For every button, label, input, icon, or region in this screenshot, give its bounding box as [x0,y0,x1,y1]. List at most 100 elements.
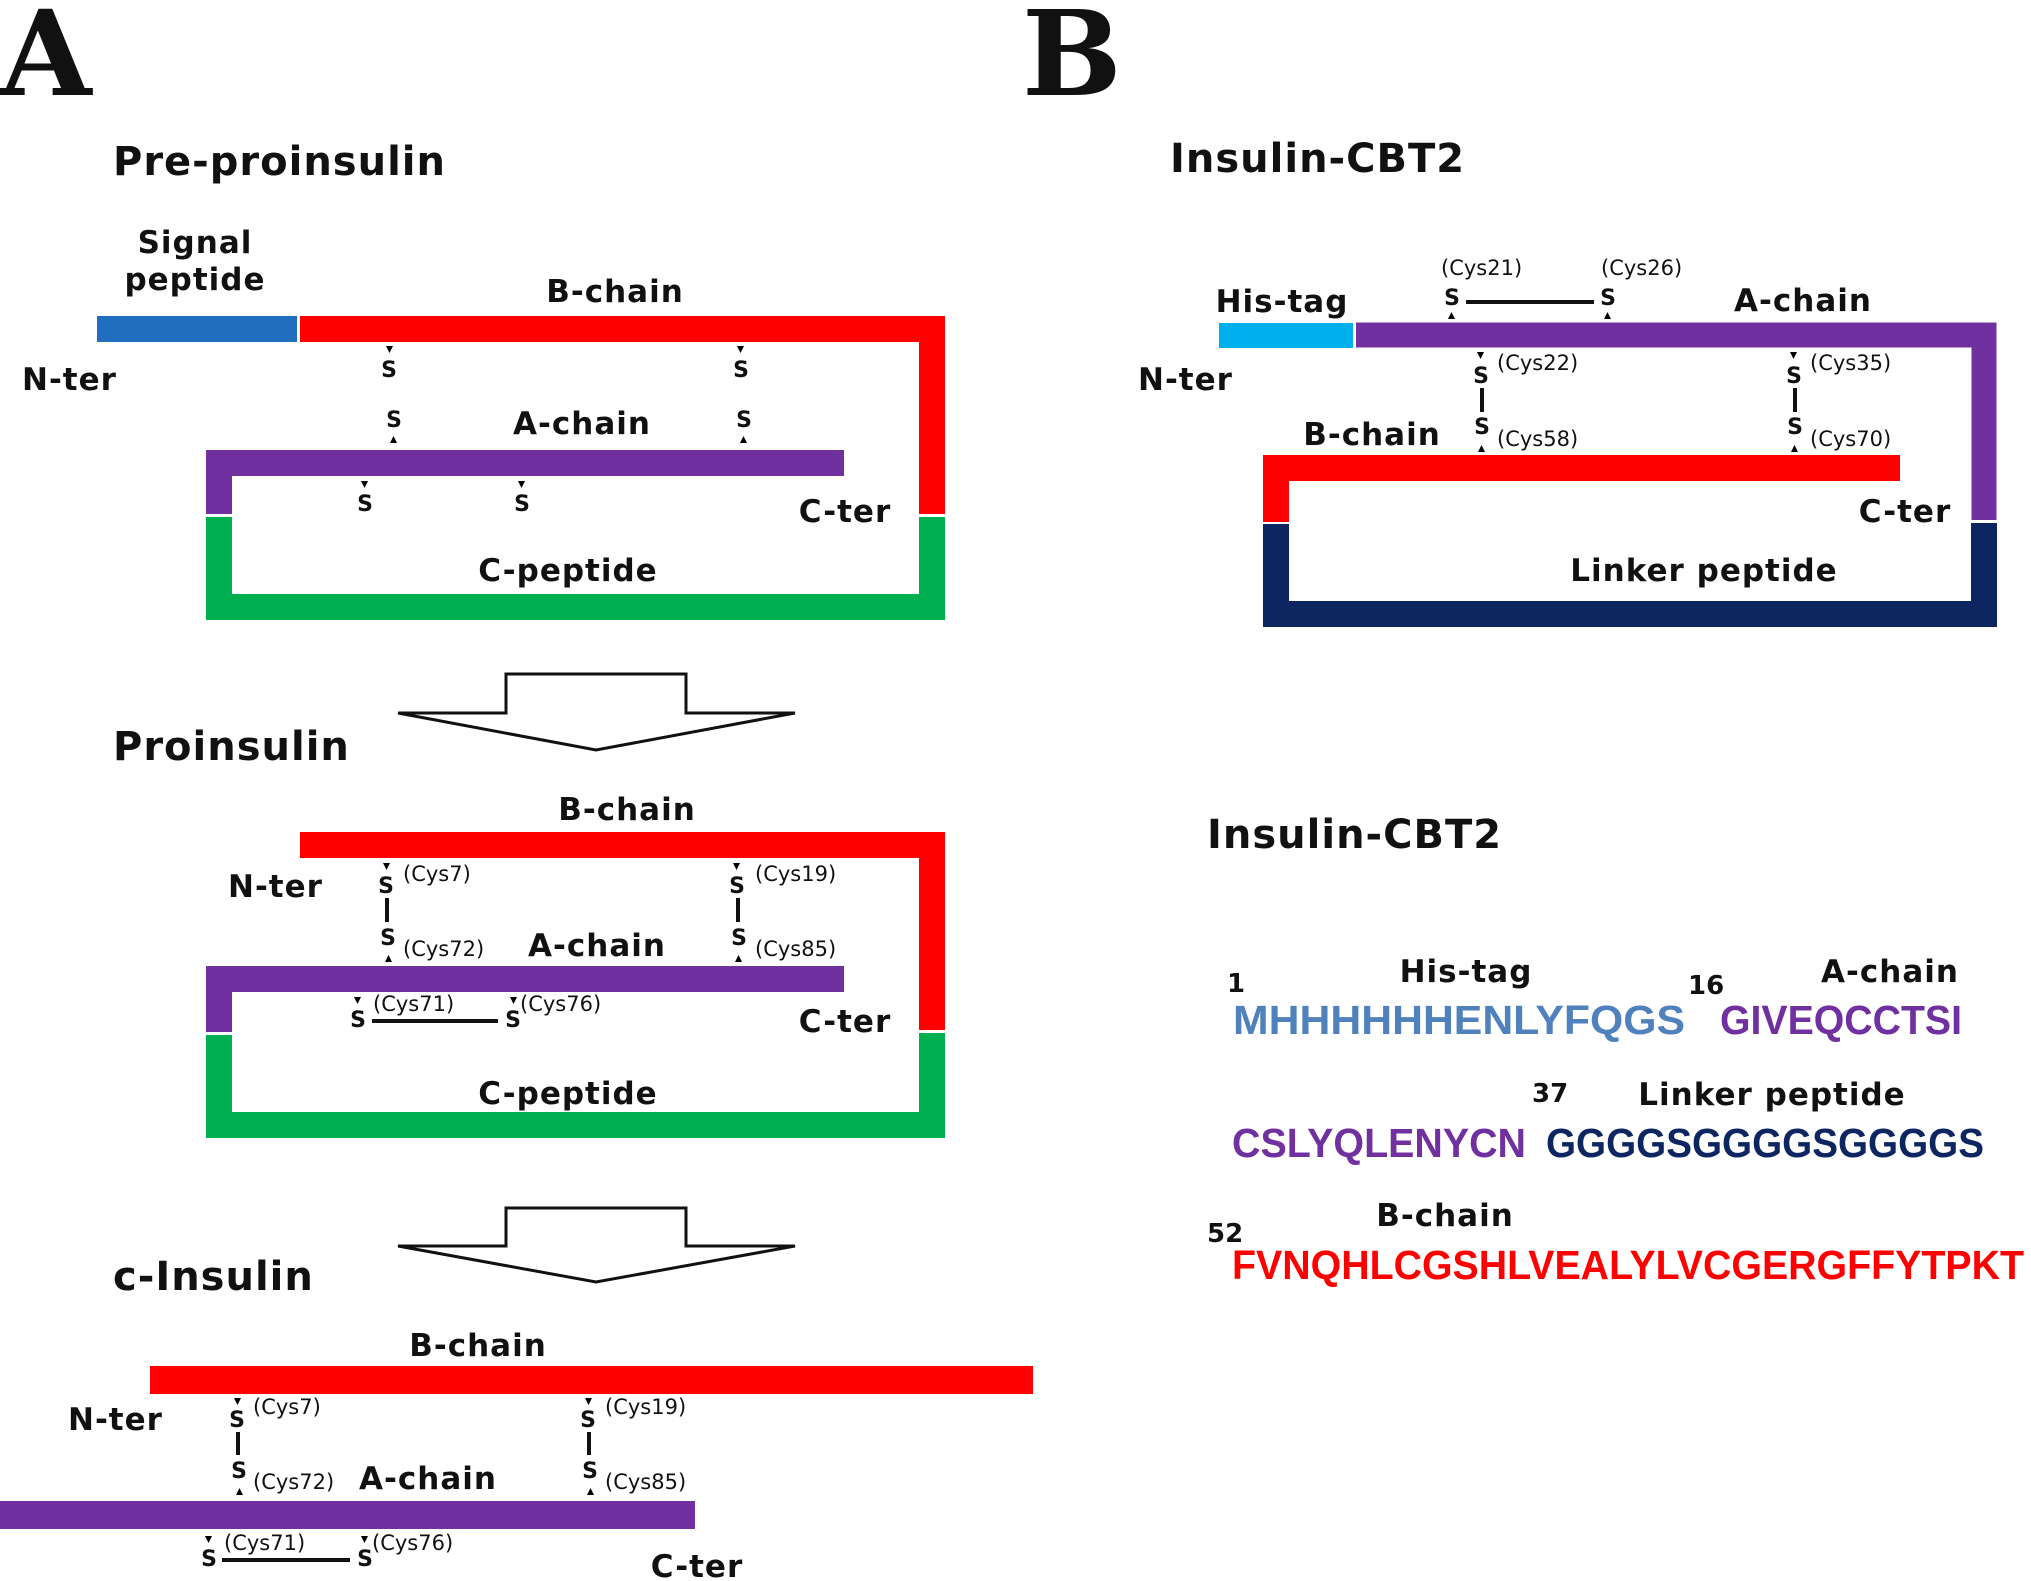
pro-c-peptide-bar [206,1033,945,1138]
pre-s-atom: S [357,492,373,517]
cbt2-a-chain-label: A-chain [1734,283,1872,319]
cbt2-s-atom: S [1787,415,1803,440]
pro-s-atom: S [729,874,745,899]
cbt2-s-atom: S [1786,364,1802,389]
pro-a-chain-bar [206,966,844,1032]
pro-c-ter-label: C-ter [799,1004,891,1040]
cbt2-cys-marker [1790,352,1797,359]
cins-cys-marker [587,1488,594,1495]
pre-proinsulin-title: Pre-proinsulin [113,139,446,185]
sequence-title: Insulin-CBT2 [1207,812,1502,858]
pro-cys-marker [510,997,517,1004]
pro-s-atom: S [731,926,747,951]
panel-letter-b: B [1022,0,1122,123]
signal-peptide-bar [97,316,297,342]
signal-peptide-label-1: Signal [138,225,253,261]
pro-s-atom: S [505,1008,521,1033]
cbt2-s-atom: S [1474,415,1490,440]
cbt2-title: Insulin-CBT2 [1170,136,1465,182]
pro-cys76-label: (Cys76) [520,992,601,1016]
linker-sequence: GGGGSGGGGSGGGGS [1546,1120,1984,1166]
pre-b-chain-bar [300,316,945,514]
cbt2-s-atom: S [1473,364,1489,389]
pro-cys72-label: (Cys72) [403,937,484,961]
cins-cys76-label: (Cys76) [372,1531,453,1555]
pre-proinsulin-diagram: Pre-proinsulin Signal peptide B-chain N-… [22,139,945,620]
position-16: 16 [1688,971,1724,1001]
cbt2-a-chain-bar [1356,322,1997,520]
pre-c-peptide-label: C-peptide [478,553,657,589]
cins-s-atom: S [357,1547,373,1572]
pro-cys-marker [733,863,740,870]
cins-s-atom: S [201,1547,217,1572]
cins-cys19-label: (Cys19) [605,1395,686,1419]
cins-cys72-label: (Cys72) [253,1470,334,1494]
cins-cys-marker [205,1536,212,1543]
insulin-cbt2-sequence: Insulin-CBT2 1 His-tag MHHHHHHENLYFQGS 1… [1207,812,2024,1288]
pre-s-atom: S [736,408,752,433]
position-52: 52 [1207,1219,1243,1249]
proinsulin-title: Proinsulin [113,724,350,770]
cins-cys-marker [236,1488,243,1495]
processing-arrow-1 [397,672,796,752]
cins-c-ter-label: C-ter [651,1549,743,1581]
cins-cys-marker [585,1398,592,1405]
pre-s-atom: S [381,358,397,383]
seq-his-tag-label: His-tag [1400,954,1533,990]
seq-a-chain-label: A-chain [1821,954,1959,990]
cins-cys71-label: (Cys71) [224,1531,305,1555]
cins-b-chain-bar [150,1366,1033,1394]
pro-a-chain-label: A-chain [528,928,666,964]
linker-peptide-bar [1263,523,1997,627]
cins-s-atom: S [580,1408,596,1433]
pro-c-peptide-label: C-peptide [478,1076,657,1112]
processing-arrow-2 [397,1206,796,1284]
pre-cys-marker [390,436,397,443]
seq-b-chain-label: B-chain [1376,1198,1514,1234]
pre-c-peptide-bar [206,517,945,620]
panel-letter-a: A [0,0,93,123]
pro-cys-marker [385,955,392,962]
pre-s-atom: S [514,492,530,517]
pre-c-ter-label: C-ter [799,494,891,530]
cbt2-cys-marker [1604,312,1611,319]
cins-a-chain-bar [0,1501,695,1529]
cins-a-chain-label: A-chain [359,1461,497,1497]
position-37: 37 [1532,1079,1568,1109]
cbt2-c-ter-label: C-ter [1859,494,1951,530]
pre-cys-marker [386,346,393,353]
pre-b-chain-label: B-chain [546,274,684,310]
c-insulin-title: c-Insulin [113,1254,314,1300]
pre-cys-marker [361,481,368,488]
pro-cys-marker [383,863,390,870]
pre-a-chain-bar [206,450,844,514]
cbt2-cys21-label: (Cys21) [1441,256,1522,280]
cbt2-s-atom: S [1444,286,1460,311]
linker-peptide-label: Linker peptide [1570,553,1837,589]
cins-cys85-label: (Cys85) [605,1470,686,1494]
pro-cys71-label: (Cys71) [373,992,454,1016]
signal-peptide-label-2: peptide [124,262,265,298]
his-tag-sequence: MHHHHHHENLYFQGS [1233,997,1685,1043]
cbt2-cys-marker [1448,312,1455,319]
pro-cys19-label: (Cys19) [755,862,836,886]
pre-s-atom: S [733,358,749,383]
cins-n-ter-label: N-ter [68,1402,163,1438]
cins-s-atom: S [229,1408,245,1433]
pro-cys85-label: (Cys85) [755,937,836,961]
his-tag-bar [1219,323,1353,348]
pre-n-ter-label: N-ter [22,362,117,398]
pro-s-atom: S [380,926,396,951]
cbt2-cys26-label: (Cys26) [1601,256,1682,280]
insulin-cbt2-diagram: Insulin-CBT2 His-tag A-chain N-ter B-cha… [1138,136,1997,627]
pre-a-chain-label: A-chain [513,406,651,442]
pro-s-atom: S [378,874,394,899]
cbt2-cys-marker [1791,445,1798,452]
cins-s-atom: S [582,1459,598,1484]
cins-b-chain-label: B-chain [409,1328,547,1364]
c-insulin-diagram: c-Insulin B-chain N-ter A-chain C-ter S … [0,1254,1033,1581]
pro-s-atom: S [350,1008,366,1033]
seq-linker-label: Linker peptide [1638,1077,1905,1113]
pro-cys-marker [354,997,361,1004]
a-chain-sequence-1: GIVEQCCTSI [1720,997,1962,1043]
